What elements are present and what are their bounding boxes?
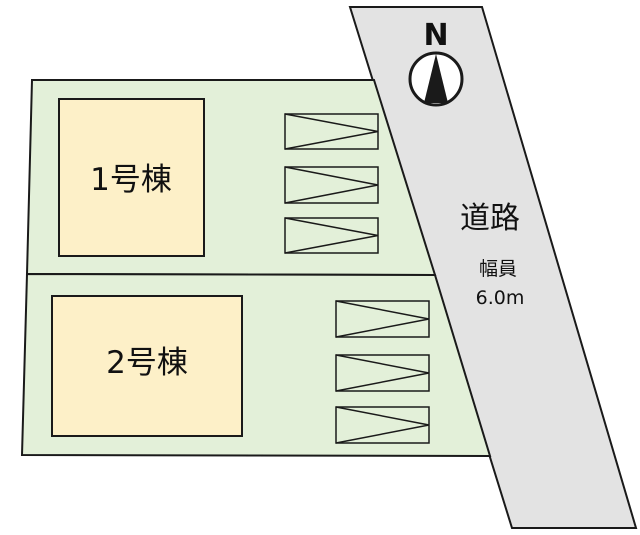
road-width-label: 幅員 bbox=[479, 258, 517, 280]
parking-space-icon bbox=[335, 406, 430, 444]
building-1 bbox=[58, 98, 205, 257]
parking-space-icon bbox=[335, 354, 430, 392]
parking-space-icon bbox=[284, 217, 379, 254]
parking-space-icon bbox=[284, 166, 379, 204]
building-2-label: 2号棟 bbox=[106, 345, 188, 381]
road-label: 道路 bbox=[460, 201, 520, 236]
building-1-label: 1号棟 bbox=[90, 162, 172, 198]
road-width-value: 6.0m bbox=[476, 287, 525, 309]
compass-label: N bbox=[423, 18, 448, 53]
north-arrow-icon bbox=[408, 51, 464, 107]
parking-space-icon bbox=[284, 113, 379, 150]
parking-space-icon bbox=[335, 300, 430, 338]
building-2 bbox=[51, 295, 243, 437]
